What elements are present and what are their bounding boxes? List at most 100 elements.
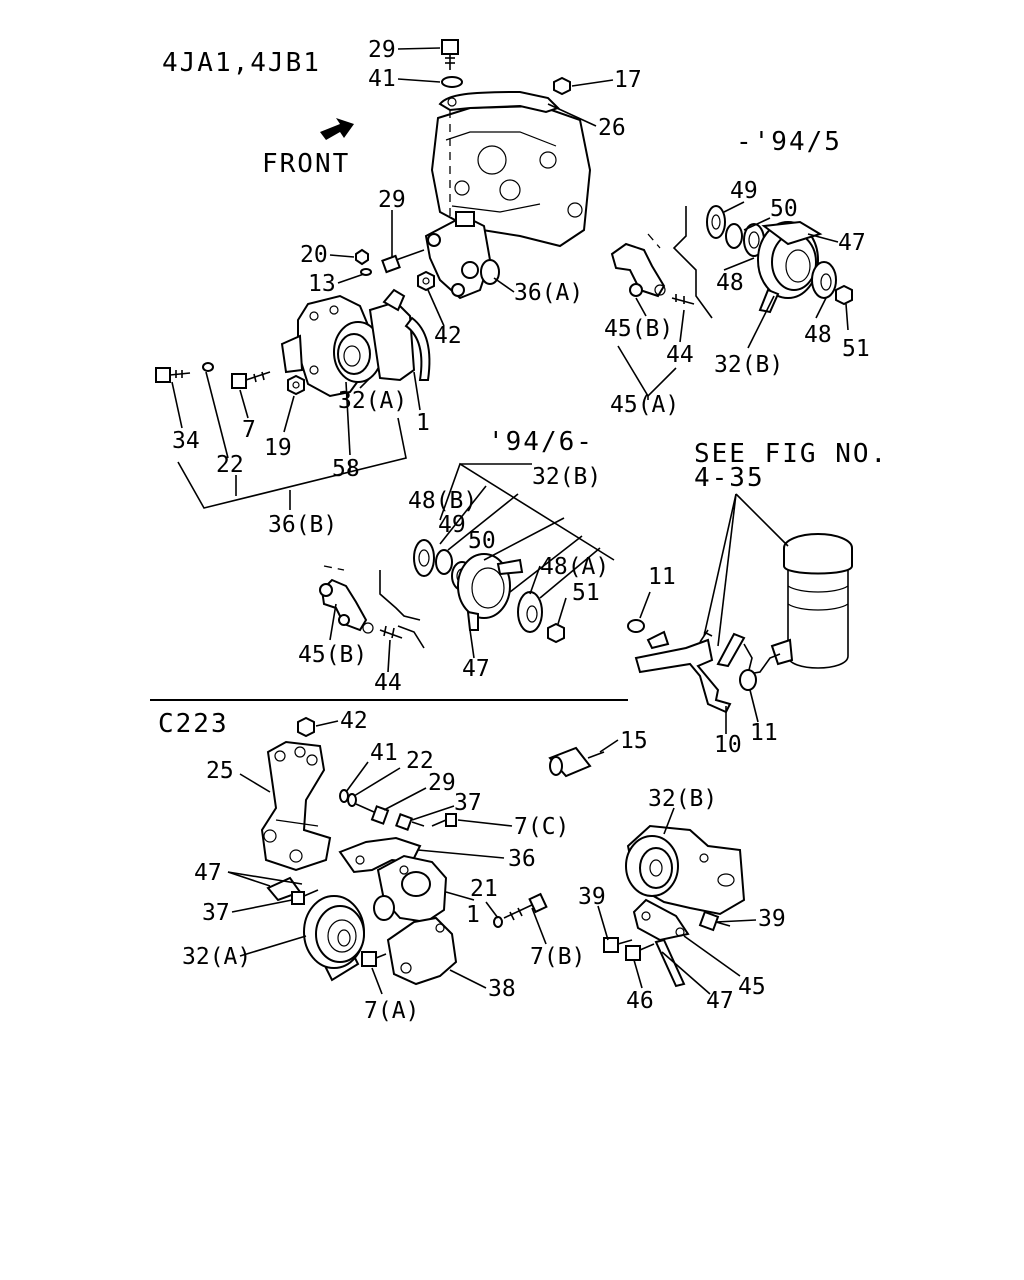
washer-22 — [202, 362, 214, 372]
leaders-detail — [597, 807, 757, 995]
ring-49-late — [435, 549, 453, 575]
bolt-37-bottom — [291, 889, 319, 905]
callout-34: 34 — [172, 428, 200, 454]
stud-44-early — [671, 294, 695, 305]
callout-15: 15 — [620, 728, 648, 754]
callout-1-bottom: 1 — [466, 902, 480, 928]
bolt-29-mid — [381, 249, 425, 274]
hose-10 — [634, 638, 732, 714]
period-label-late: '94/6- — [488, 427, 594, 457]
bolt-7 — [231, 371, 271, 389]
leaders-late — [329, 462, 615, 673]
belt-47-early — [761, 220, 823, 246]
callout-48-early-a: 48 — [716, 270, 744, 296]
pump-bracket-detail-drawing — [603, 824, 746, 988]
callout-11-right: 11 — [750, 720, 778, 746]
leaders-early — [617, 201, 849, 400]
bolt-34 — [155, 367, 191, 383]
callout-44-late: 44 — [374, 670, 402, 696]
bolt-39-left — [603, 937, 633, 953]
callout-1: 1 — [416, 410, 430, 436]
callout-47-late: 47 — [462, 656, 490, 682]
callout-29-top: 29 — [368, 37, 396, 63]
washer-41-top — [441, 76, 463, 88]
nut-19 — [287, 374, 305, 396]
callout-51-late: 51 — [572, 580, 600, 606]
bracket-38 — [386, 916, 458, 986]
bracket-45-detail — [632, 898, 690, 942]
callout-labels: 29 41 17 26 29 20 13 36(A) 42 34 7 32(A)… — [172, 37, 870, 1024]
callout-47-bottom: 47 — [194, 860, 222, 886]
callout-32A: 32(A) — [338, 388, 407, 414]
callout-11-left: 11 — [648, 564, 676, 590]
nut-42-mid — [417, 270, 435, 292]
clamp-15 — [548, 746, 605, 778]
callout-42-bottom: 42 — [340, 708, 368, 734]
nut-42-bottom — [297, 716, 315, 738]
bracket-25 — [260, 740, 332, 872]
stud-44-late — [379, 625, 403, 639]
section-code: C223 — [158, 709, 229, 739]
belt-47-detail — [654, 938, 686, 988]
callout-46: 46 — [626, 988, 654, 1014]
callout-10: 10 — [714, 732, 742, 758]
leaders-top-left — [171, 47, 614, 510]
washer-22-bottom — [347, 793, 357, 807]
callout-58: 58 — [332, 456, 360, 482]
nut-17 — [553, 76, 571, 96]
detail-late-drawing — [319, 539, 565, 649]
washer-48-early — [811, 261, 837, 299]
callout-50-late: 50 — [468, 528, 496, 554]
bolt-46 — [625, 943, 655, 961]
c223-assembly-drawing — [260, 716, 605, 986]
callout-39-left: 39 — [578, 884, 606, 910]
callout-17: 17 — [614, 67, 642, 93]
callout-48-early-b: 48 — [804, 322, 832, 348]
callout-36B: 36(B) — [268, 512, 337, 538]
pump-32B-detail — [625, 824, 746, 916]
clamp-11-right — [739, 669, 757, 691]
pulley-32B-early — [757, 221, 819, 314]
ring-50-early — [725, 223, 743, 249]
callout-25: 25 — [206, 758, 234, 784]
callout-32A-bottom: 32(A) — [182, 944, 251, 970]
callout-21: 21 — [470, 876, 498, 902]
callout-36A: 36(A) — [514, 280, 583, 306]
nut-20 — [355, 248, 369, 266]
bolt-7A — [361, 951, 387, 967]
bolt-29-top — [441, 39, 459, 70]
callout-20: 20 — [300, 242, 328, 268]
callout-36-bottom: 36 — [508, 846, 536, 872]
clamp-11-left — [627, 619, 645, 633]
callout-26: 26 — [598, 115, 626, 141]
nut-51-late — [547, 622, 565, 644]
callout-39-right: 39 — [758, 906, 786, 932]
bracket-26 — [438, 90, 560, 114]
callout-45B-late: 45(B) — [298, 642, 367, 668]
see-fig-number: 4-35 — [694, 463, 765, 493]
engine-model-title: 4JA1,4JB1 — [162, 48, 321, 78]
callout-13: 13 — [308, 271, 336, 297]
callout-44-early: 44 — [666, 342, 694, 368]
callout-48B-late: 48(B) — [408, 488, 477, 514]
callout-37-bottom: 37 — [202, 900, 230, 926]
callout-32B-late: 32(B) — [532, 464, 601, 490]
callout-51-early: 51 — [842, 336, 870, 362]
see-fig-label: SEE FIG NO. — [694, 439, 888, 469]
washer-48B-late — [413, 539, 435, 577]
bolt-37-top — [395, 813, 425, 831]
callout-47-early: 47 — [838, 230, 866, 256]
pump-1-bottom — [373, 854, 448, 924]
callout-29-bottom: 29 — [428, 770, 456, 796]
pump-bracket-36A — [424, 211, 500, 300]
nut-51-early — [835, 284, 853, 306]
callout-49-late: 49 — [438, 512, 466, 538]
callout-32B-early: 32(B) — [714, 352, 783, 378]
bolt-29-bottom — [355, 803, 390, 825]
callout-50-early: 50 — [770, 196, 798, 222]
detail-early-drawing — [610, 205, 853, 319]
front-label: FRONT — [262, 149, 350, 179]
callout-7A: 7(A) — [364, 998, 419, 1024]
callout-7: 7 — [242, 417, 256, 443]
period-label-early: -'94/5 — [736, 127, 842, 157]
